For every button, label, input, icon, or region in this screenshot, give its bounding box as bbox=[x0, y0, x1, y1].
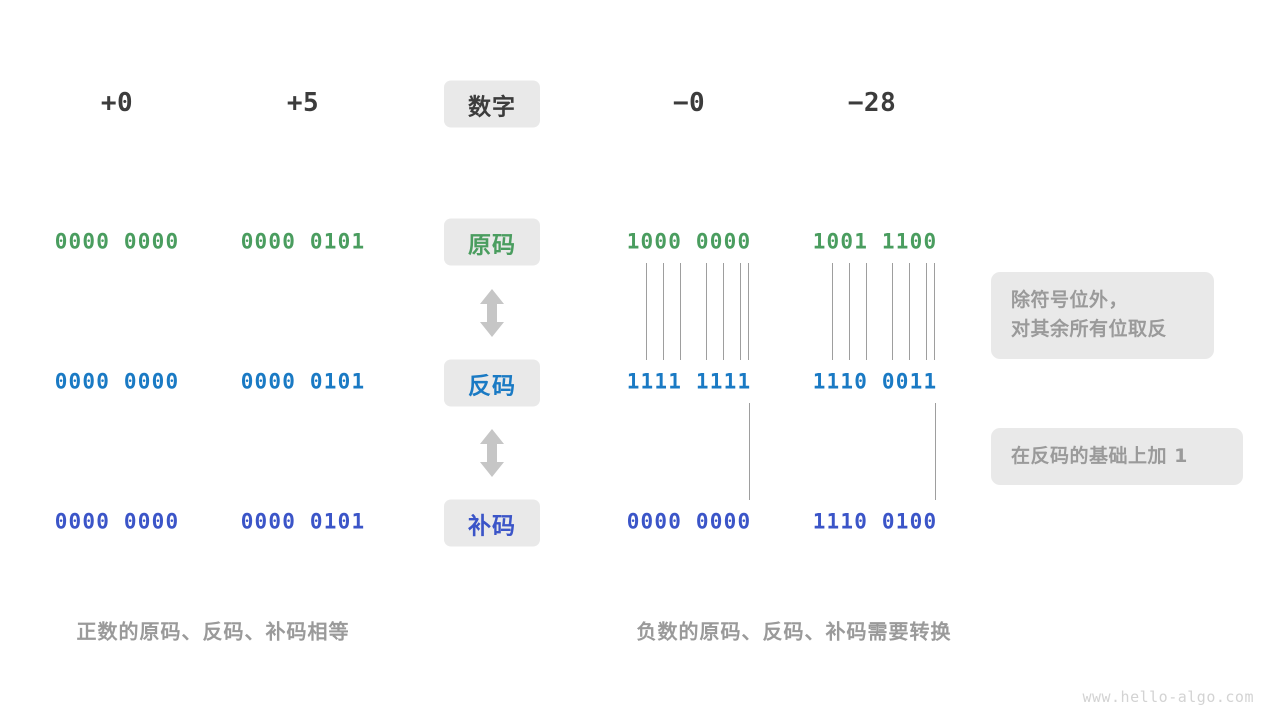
header-value-pos0: +0 bbox=[100, 88, 134, 118]
twos-complement-neg0: 0000 0000 bbox=[626, 509, 752, 534]
header-value-pos5: +5 bbox=[286, 88, 320, 118]
sign-magnitude-neg28: 1001 1100 bbox=[812, 229, 938, 254]
ones-complement-pos0: 0000 0000 bbox=[54, 369, 180, 394]
bit-connector-line bbox=[740, 263, 741, 360]
ones-complement-pos5: 0000 0101 bbox=[240, 369, 366, 394]
double-arrow-vertical-icon bbox=[475, 427, 509, 479]
bit-connector-line bbox=[706, 263, 707, 360]
bit-connector-line bbox=[723, 263, 724, 360]
header-value-neg0: −0 bbox=[672, 88, 706, 118]
double-arrow-vertical-icon bbox=[475, 287, 509, 339]
carry-connector-line bbox=[749, 403, 750, 500]
row-label-ones-complement: 反码 bbox=[444, 359, 540, 407]
ones-complement-neg0: 1111 1111 bbox=[626, 369, 752, 394]
twos-complement-pos5: 0000 0101 bbox=[240, 509, 366, 534]
row-label-twos-complement: 补码 bbox=[444, 499, 540, 547]
note-invert-bits: 除符号位外， 对其余所有位取反 bbox=[991, 272, 1214, 359]
bit-connector-line bbox=[934, 263, 935, 360]
note-add-one: 在反码的基础上加 1 bbox=[991, 428, 1243, 486]
bit-connector-line bbox=[680, 263, 681, 360]
bit-connector-line bbox=[849, 263, 850, 360]
bit-connector-line bbox=[748, 263, 749, 360]
bit-connector-line bbox=[866, 263, 867, 360]
bit-connector-line bbox=[663, 263, 664, 360]
sign-magnitude-pos0: 0000 0000 bbox=[54, 229, 180, 254]
bit-connector-line bbox=[926, 263, 927, 360]
bit-connector-line bbox=[892, 263, 893, 360]
sign-magnitude-pos5: 0000 0101 bbox=[240, 229, 366, 254]
row-label-sign-magnitude: 原码 bbox=[444, 218, 540, 266]
bit-connector-line bbox=[832, 263, 833, 360]
row-label-number: 数字 bbox=[444, 80, 540, 128]
bit-connector-line bbox=[909, 263, 910, 360]
carry-connector-line bbox=[935, 403, 936, 500]
caption-negative: 负数的原码、反码、补码需要转换 bbox=[636, 619, 952, 644]
ones-complement-neg28: 1110 0011 bbox=[812, 369, 938, 394]
bit-connector-line bbox=[646, 263, 647, 360]
sign-magnitude-neg0: 1000 0000 bbox=[626, 229, 752, 254]
twos-complement-pos0: 0000 0000 bbox=[54, 509, 180, 534]
watermark: www.hello-algo.com bbox=[1082, 688, 1254, 706]
caption-positive: 正数的原码、反码、补码相等 bbox=[76, 619, 350, 644]
header-value-neg28: −28 bbox=[847, 88, 897, 118]
twos-complement-neg28: 1110 0100 bbox=[812, 509, 938, 534]
